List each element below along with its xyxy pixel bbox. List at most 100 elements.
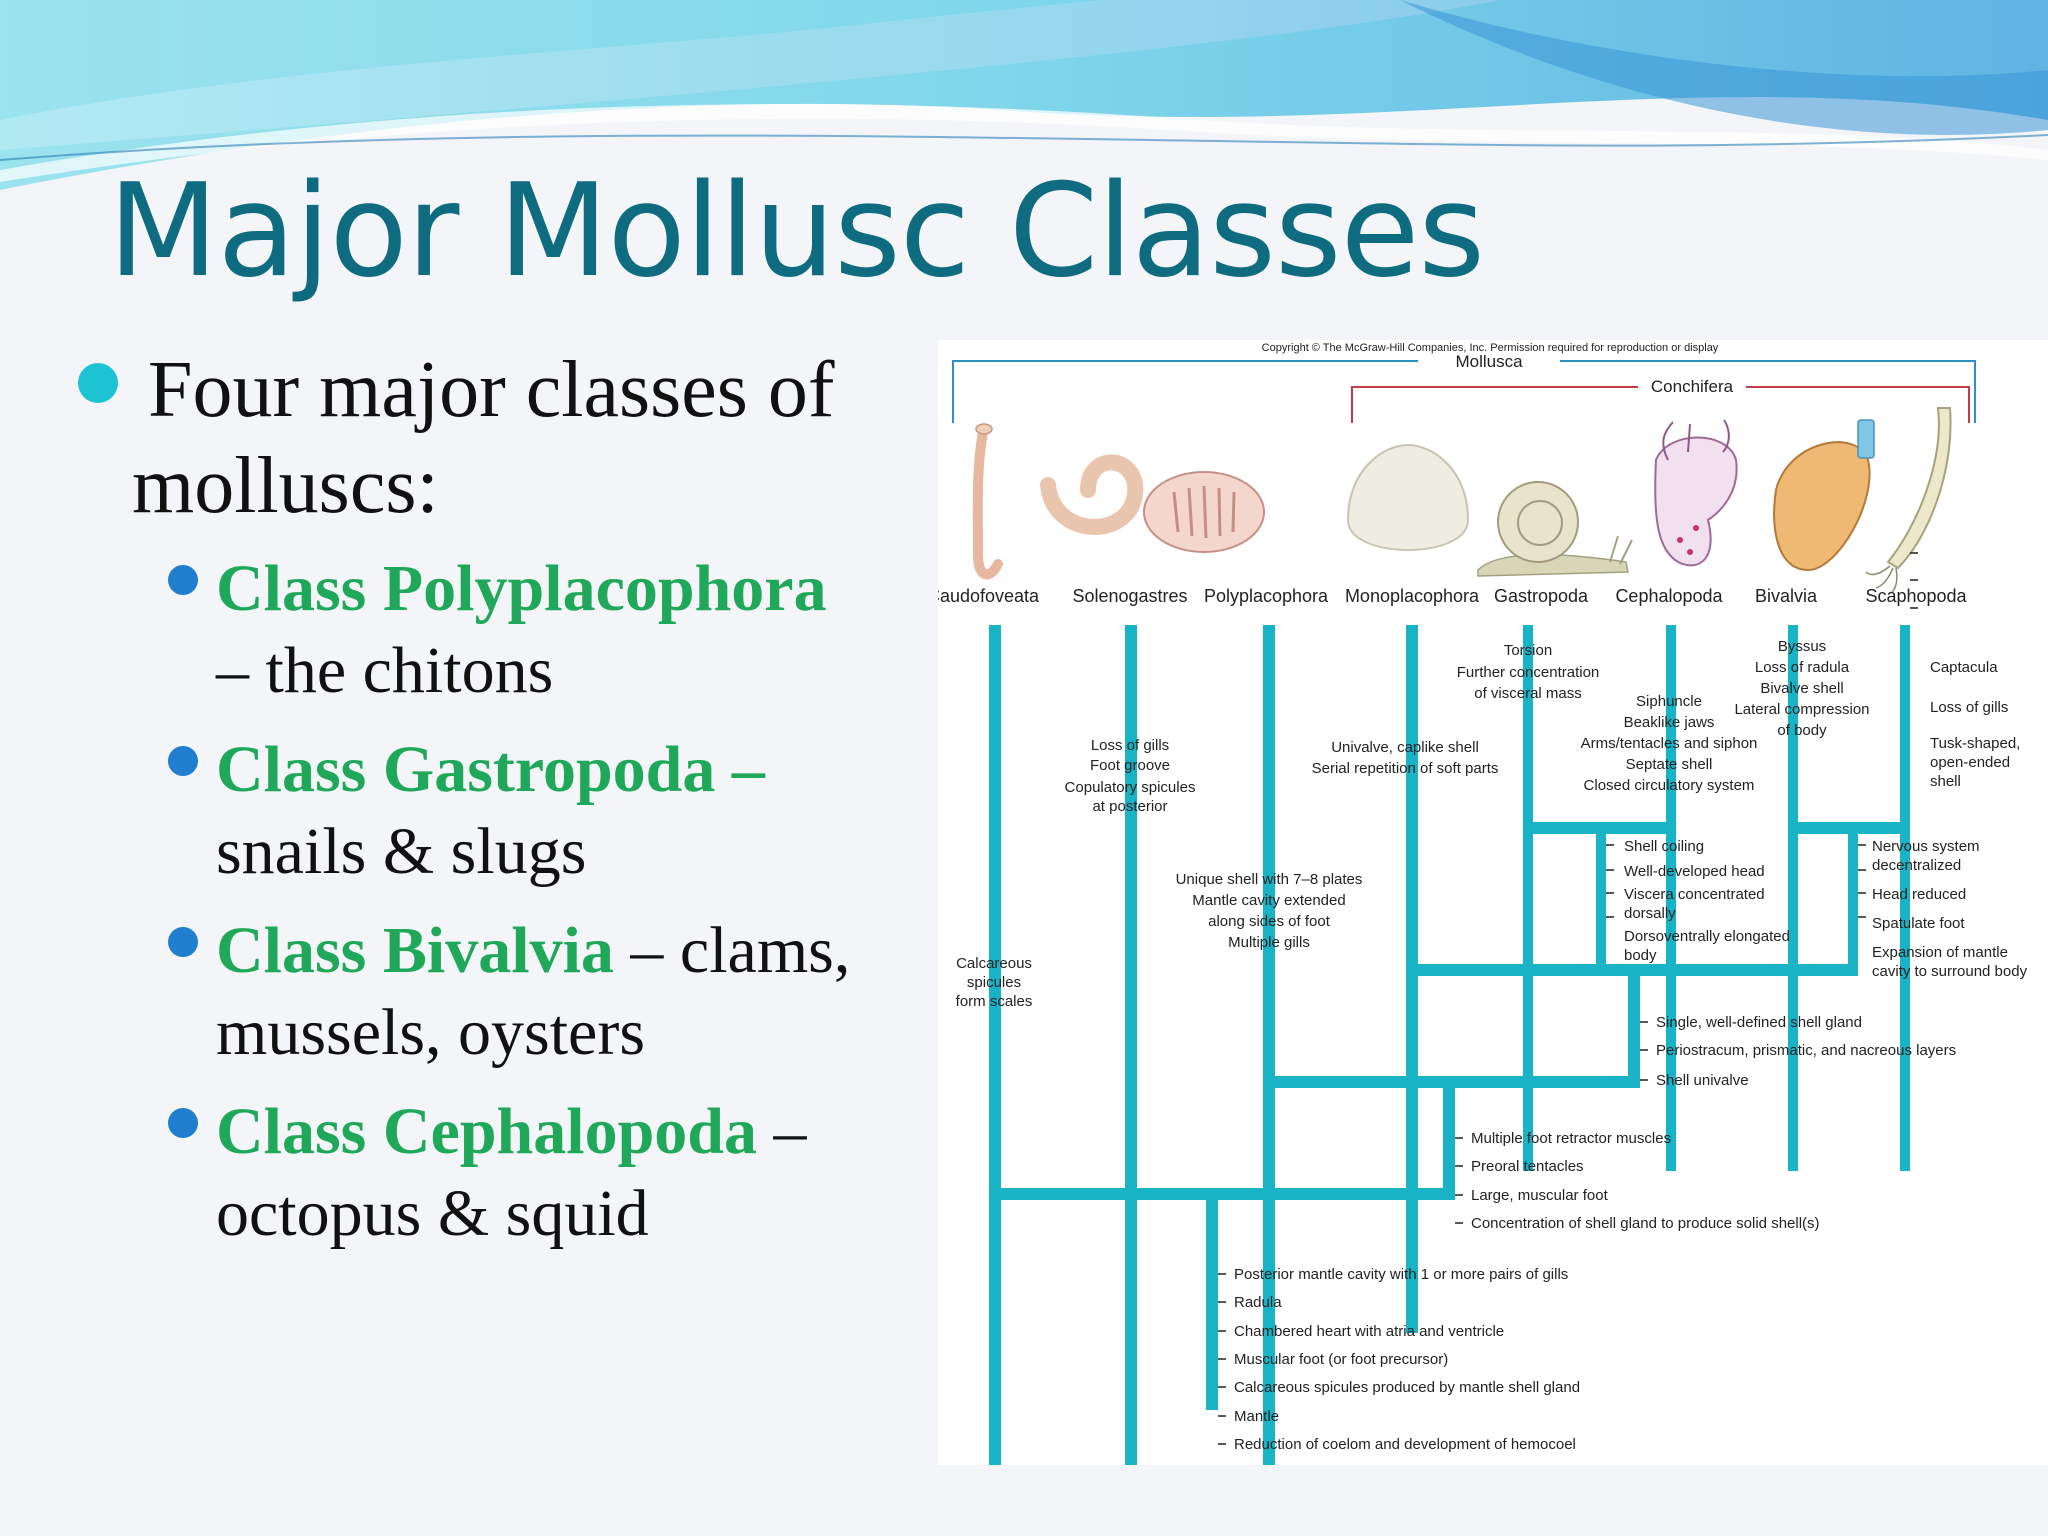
group-label-mollusca: Mollusca (1455, 352, 1523, 371)
trait-text: Posterior mantle cavity with 1 or more p… (1234, 1266, 1568, 1283)
taxon-label: Scaphopoda (1865, 586, 1967, 606)
intro-text: Four major classes of (148, 346, 835, 434)
trait-text: of visceral mass (1474, 685, 1582, 702)
trait-text: Siphuncle (1636, 693, 1702, 710)
trait-text: open-ended (1930, 754, 2010, 771)
trait-text: Periostracum, prismatic, and nacreous la… (1656, 1042, 1956, 1059)
caudofoveata-illustration (972, 423, 1003, 580)
class-desc: octopus & squid (216, 1177, 649, 1250)
trait-text: Foot groove (1090, 757, 1170, 774)
taxon-label: Monoplacophora (1345, 586, 1480, 606)
trait-text: Multiple gills (1228, 934, 1310, 951)
trait-text: Unique shell with 7–8 plates (1176, 871, 1363, 888)
trait-text: Arms/tentacles and siphon (1581, 735, 1758, 752)
class-item-cephalopoda: Class Cephalopoda – (216, 1099, 807, 1165)
conchifera-node-traits: Single, well-defined shell gland Periost… (1656, 1014, 1956, 1089)
trait-text: Bivalve shell (1760, 680, 1843, 697)
class-name: Class Bivalvia (216, 914, 614, 987)
bullet-dot-icon (168, 565, 198, 595)
trait-text: Reduction of coelom and development of h… (1234, 1436, 1576, 1453)
bullet-dot-icon (168, 927, 198, 957)
trait-text: Radula (1234, 1294, 1282, 1311)
trait-text: Lateral compression (1734, 701, 1869, 718)
mollusca-root-traits: Posterior mantle cavity with 1 or more p… (1234, 1266, 1580, 1453)
trait-text: Loss of gills (1930, 699, 2008, 716)
conchifera-bracket (1351, 386, 1970, 423)
polyplacophora-traits: Unique shell with 7–8 plates Mantle cavi… (1176, 871, 1363, 951)
trait-text: Closed circulatory system (1584, 777, 1755, 794)
cephalopoda-traits: Siphuncle Beaklike jaws Arms/tentacles a… (1581, 693, 1758, 794)
trait-text: cavity to surround body (1872, 963, 2028, 980)
trait-text: Further concentration (1457, 664, 1600, 681)
trait-text: body (1624, 947, 1657, 964)
trait-text: along sides of foot (1208, 913, 1331, 930)
trait-text: Tusk-shaped, (1930, 735, 2020, 752)
shelled-node-traits: Multiple foot retractor muscles Preoral … (1471, 1130, 1820, 1232)
trait-text: Multiple foot retractor muscles (1471, 1130, 1671, 1147)
monoplacophora-traits: Univalve, caplike shell Serial repetitio… (1312, 739, 1499, 777)
trait-text: Byssus (1778, 638, 1826, 655)
trait-text: Mantle cavity extended (1192, 892, 1345, 909)
taxon-label: Polyplacophora (1204, 586, 1329, 606)
trait-text: Shell coiling (1624, 838, 1704, 855)
trait-text: dorsally (1624, 905, 1676, 922)
trait-text: Viscera concentrated (1624, 886, 1765, 903)
trait-text: at posterior (1092, 798, 1167, 815)
trait-text: Calcareous (956, 955, 1032, 972)
bivalvia-traits: Byssus Loss of radula Bivalve shell Late… (1734, 638, 1869, 739)
bivalvia-illustration (1773, 419, 1875, 572)
bullet-list: Four major classes of molluscs: Class Po… (0, 0, 950, 1536)
trait-text: Preoral tentacles (1471, 1158, 1584, 1175)
taxon-label: Solenogastres (1072, 586, 1187, 606)
header-wave-decoration (0, 0, 2048, 190)
trait-text: Septate shell (1626, 756, 1713, 773)
trait-text: Beaklike jaws (1624, 714, 1715, 731)
trait-text: Captacula (1930, 659, 1998, 676)
cephalopoda-illustration (1654, 419, 1738, 567)
gastropoda-illustration (1477, 481, 1633, 577)
trait-text: Mantle (1234, 1408, 1279, 1425)
trait-text: Chambered heart with atria and ventricle (1234, 1323, 1504, 1340)
cladogram-figure: Copyright © The McGraw-Hill Companies, I… (938, 340, 2048, 1465)
mollusca-bracket (952, 360, 1976, 423)
taxon-label: Bivalvia (1755, 586, 1818, 606)
taxon-label: Gastropoda (1494, 586, 1589, 606)
bullet-dot-icon (168, 746, 198, 776)
class-desc: – the chitons (216, 634, 554, 707)
trait-text: Loss of gills (1091, 737, 1169, 754)
solenogastres-illustration (1040, 454, 1144, 535)
trait-text: of body (1777, 722, 1827, 739)
class-desc: snails & slugs (216, 815, 587, 888)
class-item-bivalvia: Class Bivalvia – clams, (216, 918, 850, 984)
trait-text: Single, well-defined shell gland (1656, 1014, 1862, 1031)
trait-text: Copulatory spicules (1065, 779, 1196, 796)
trait-text: spicules (967, 974, 1021, 991)
group-label-conchifera: Conchifera (1651, 377, 1734, 396)
class-desc: – (757, 1095, 807, 1168)
trait-text: Muscular foot (or foot precursor) (1234, 1351, 1448, 1368)
bullet-dot-icon (168, 1108, 198, 1138)
polyplacophora-illustration (1143, 471, 1265, 553)
solenogastres-traits: Loss of gills Foot groove Copulatory spi… (1065, 737, 1196, 815)
taxon-label: Caudofoveata (938, 586, 1040, 606)
trait-text: decentralized (1872, 857, 1961, 874)
trait-text: Well-developed head (1624, 863, 1765, 880)
class-name: Class Gastropoda – (216, 733, 765, 806)
copyright-text: Copyright © The McGraw-Hill Companies, I… (1262, 342, 1719, 354)
class-name: Class Cephalopoda (216, 1095, 757, 1168)
bullet-dot-icon (78, 363, 118, 403)
class-desc: mussels, oysters (216, 996, 645, 1069)
intro-text-cont: molluscs: (132, 442, 439, 530)
trait-text: Shell univalve (1656, 1072, 1749, 1089)
gastropoda-cephalopoda-node-traits: Shell coiling Well-developed head Viscer… (1624, 838, 1790, 964)
trait-text: Spatulate foot (1872, 915, 1965, 932)
scaphopoda-traits: Captacula Loss of gills Tusk-shaped, ope… (1930, 659, 2020, 790)
taxon-label: Cephalopoda (1615, 586, 1723, 606)
trait-text: shell (1930, 773, 1961, 790)
caudofoveata-traits: Calcareous spicules form scales (956, 955, 1033, 1010)
trait-text: Torsion (1504, 642, 1552, 659)
monoplacophora-illustration (1346, 443, 1470, 551)
bivalvia-scaphopoda-node-traits: Nervous system decentralized Head reduce… (1872, 838, 2028, 980)
taxon-labels: Caudofoveata Solenogastres Polyplacophor… (938, 586, 1968, 606)
trait-text: Dorsoventrally elongated (1624, 928, 1790, 945)
